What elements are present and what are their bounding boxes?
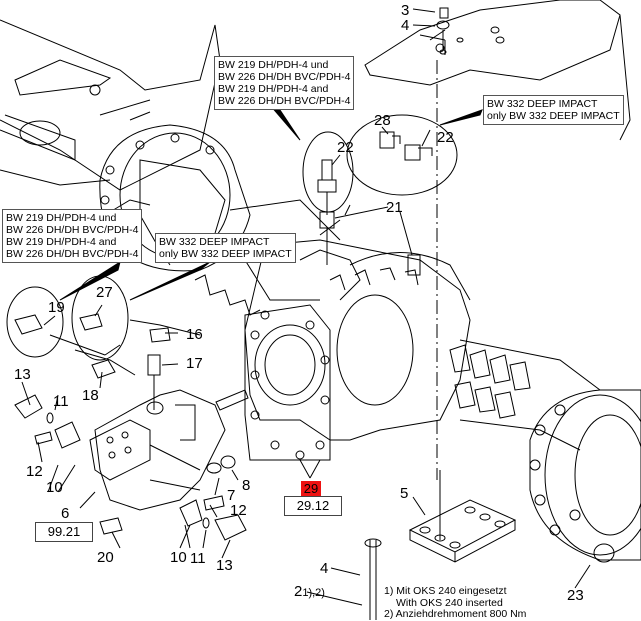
part-label-4-bottom[interactable]: 4 <box>320 560 329 577</box>
callout-line: BW 219 DH/PDH-4 und <box>6 212 117 224</box>
footnote-1-en: With OKS 240 inserted <box>396 596 503 609</box>
callout-box-bw219-top: BW 219 DH/PDH-4 und BW 226 DH/DH BVC/PDH… <box>214 56 355 110</box>
callout-box-bw332-right: BW 332 DEEP IMPACT only BW 332 DEEP IMPA… <box>483 95 624 125</box>
callout-ellipse-22-left <box>302 131 354 213</box>
part-label-6[interactable]: 6 <box>61 505 70 522</box>
part-label-10-left[interactable]: 10 <box>46 479 63 496</box>
frame-outline <box>0 19 221 191</box>
differential-housing <box>244 239 471 461</box>
pointer-wedge-top <box>269 104 301 141</box>
part-label-27[interactable]: 27 <box>96 284 113 301</box>
plate-part-5 <box>408 470 517 563</box>
part-label-5[interactable]: 5 <box>400 485 409 502</box>
part-label-13-left[interactable]: 13 <box>14 366 31 383</box>
callout-line: BW 219 DH/PDH-4 and <box>6 236 117 248</box>
part-label-2-number: 2 <box>294 583 303 600</box>
pointer-wedge-mid <box>129 261 211 301</box>
part-label-20[interactable]: 20 <box>97 549 114 566</box>
callout-line: only BW 332 DEEP IMPACT <box>487 110 620 122</box>
part-label-23[interactable]: 23 <box>567 587 584 604</box>
part-label-11-right[interactable]: 11 <box>190 550 206 567</box>
part-label-11-left[interactable]: 11 <box>53 393 69 410</box>
part-label-7[interactable]: 7 <box>227 487 236 504</box>
part-label-8[interactable]: 8 <box>242 477 251 494</box>
leader-lines <box>21 8 591 606</box>
frame-plate-right <box>364 0 631 141</box>
fittings <box>14 7 615 620</box>
callout-box-bw332-mid: BW 332 DEEP IMPACT only BW 332 DEEP IMPA… <box>155 233 296 263</box>
part-label-28[interactable]: 28 <box>374 112 391 129</box>
part-label-16[interactable]: 16 <box>186 326 203 343</box>
part-label-19[interactable]: 19 <box>48 299 65 316</box>
callout-line: BW 226 DH/DH BVC/PDH-4 <box>218 95 351 107</box>
part-label-2-footnote-ref: 1),2) <box>302 587 325 599</box>
hub-right <box>529 389 641 561</box>
callout-line: BW 219 DH/PDH-4 und <box>218 59 329 71</box>
part-label-22-right[interactable]: 22 <box>437 129 454 146</box>
part-label-21[interactable]: 21 <box>386 199 403 216</box>
part-label-4-top[interactable]: 4 <box>401 17 410 34</box>
footnote-1: 1) Mit OKS 240 eingesetzt <box>384 585 507 597</box>
callout-line: only BW 332 DEEP IMPACT <box>159 248 292 260</box>
pointer-wedge-right <box>439 109 483 126</box>
callout-ellipse-19 <box>6 286 64 358</box>
part-label-18[interactable]: 18 <box>82 387 99 404</box>
part-label-3[interactable]: 3 <box>401 2 410 19</box>
group-6-ref-box[interactable]: 99.21 <box>35 522 93 542</box>
callout-line: BW 332 DEEP IMPACT <box>159 236 270 248</box>
callout-box-bw219-left: BW 219 DH/PDH-4 und BW 226 DH/DH BVC/PDH… <box>2 209 143 263</box>
part-label-13-right[interactable]: 13 <box>216 557 233 574</box>
group-29-highlight[interactable]: 29 <box>301 481 321 497</box>
callout-line: BW 332 DEEP IMPACT <box>487 98 598 110</box>
part-label-17[interactable]: 17 <box>186 355 203 372</box>
callout-line: BW 226 DH/DH BVC/PDH-4 <box>6 224 139 236</box>
part-label-22-left[interactable]: 22 <box>337 139 354 156</box>
footnotes: 1) Mit OKS 240 eingesetzt With OKS 240 i… <box>384 585 527 621</box>
pointer-wedge-left <box>59 260 121 301</box>
axle-tube-right <box>449 339 601 451</box>
part-label-12-left[interactable]: 12 <box>26 463 43 480</box>
callout-line: BW 226 DH/DH BVC/PDH-4 <box>218 71 351 83</box>
pump-assembly <box>89 389 226 511</box>
part-label-10-right[interactable]: 10 <box>170 549 187 566</box>
group-29-ref-box[interactable]: 29.12 <box>284 496 342 516</box>
part-label-2[interactable]: 21),2) <box>294 584 325 601</box>
footnote-2: 2) Anziehdrehmoment 800 Nm <box>384 608 527 620</box>
axle-tube-left <box>229 199 341 301</box>
part-label-12-right[interactable]: 12 <box>230 502 247 519</box>
callout-line: BW 219 DH/PDH-4 and <box>218 83 329 95</box>
callout-line: BW 226 DH/DH BVC/PDH-4 <box>6 248 139 260</box>
callout-ellipse-28-22 <box>346 114 458 196</box>
